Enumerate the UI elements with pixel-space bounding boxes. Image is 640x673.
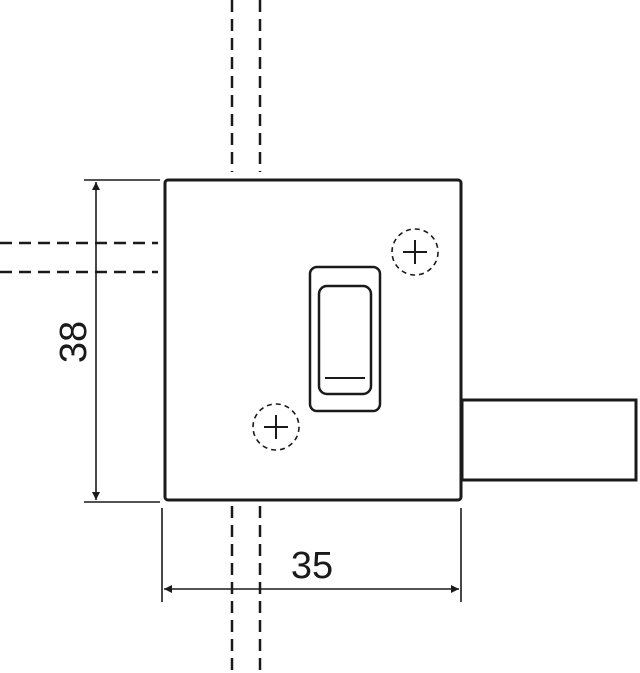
height-dimension [84, 179, 160, 503]
screw-hole-top-icon [391, 228, 439, 276]
screw-hole-bottom-icon [252, 403, 300, 451]
hidden-lines-horizontal-left [0, 241, 158, 274]
width-dimension [161, 508, 462, 602]
height-dimension-label: 38 [53, 321, 95, 363]
knob-slider [317, 284, 373, 396]
hidden-lines-vertical-top [230, 0, 262, 172]
width-dimension-label: 35 [291, 545, 333, 587]
lock-bolt [460, 398, 638, 482]
